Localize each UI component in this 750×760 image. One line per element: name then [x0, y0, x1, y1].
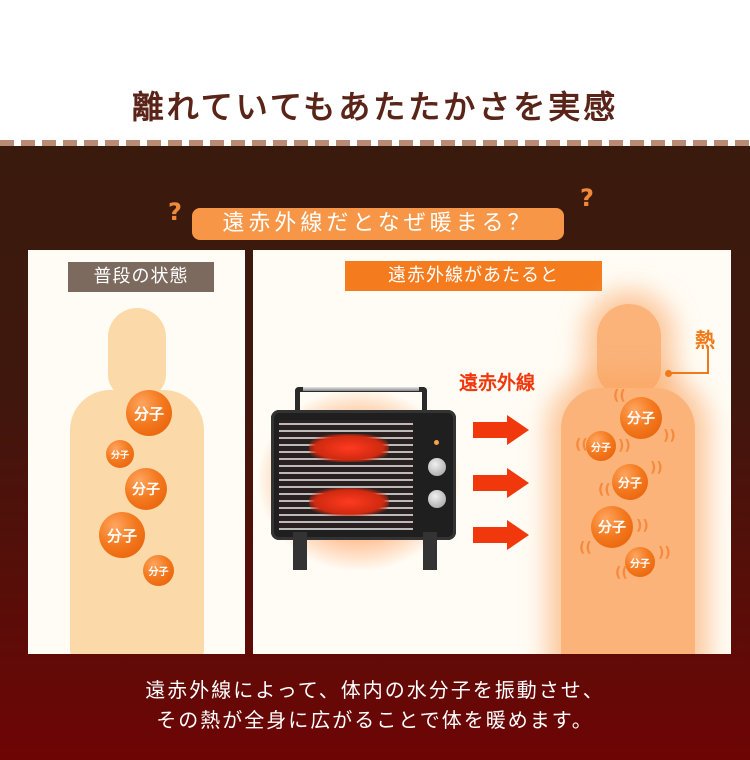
vibrating-molecule: 分子: [625, 547, 655, 577]
vibrating-molecule: 分子: [612, 464, 648, 500]
heater-image: [271, 410, 456, 540]
vibration-wave-icon: )): [650, 460, 663, 476]
vibration-wave-icon: )): [618, 438, 631, 454]
heater-coil-top: [309, 434, 389, 462]
dashed-divider: [0, 140, 750, 146]
molecule: 分子: [106, 440, 134, 468]
vibration-wave-icon: ((: [575, 437, 588, 453]
vibrating-molecule: 分子: [591, 506, 633, 548]
caption-line-1: 遠赤外線によって、体内の水分子を振動させ、: [145, 678, 605, 702]
heat-label: 熱: [695, 328, 715, 352]
vibration-wave-icon: ((: [613, 388, 626, 404]
molecule: 分子: [125, 468, 167, 510]
ir-arrow-icon: [473, 520, 529, 550]
heater-coil-bottom: [309, 488, 389, 516]
heat-pointer-line: [669, 346, 709, 374]
question-mark-right-icon: ?: [580, 184, 594, 212]
heater-leg-right: [423, 532, 437, 570]
caption-line-2: その熱が全身に広がることで体を暖めます。: [156, 708, 594, 732]
page-title: 離れていてもあたたかさを実感: [131, 88, 619, 126]
molecule: 分子: [99, 512, 145, 558]
heater-knob-bottom: [428, 490, 446, 508]
panel-ir-label: 遠赤外線があたると: [345, 261, 602, 291]
vibration-wave-icon: )): [663, 428, 676, 444]
vibrating-molecule: 分子: [586, 431, 616, 461]
heater-knob-top: [428, 458, 446, 476]
panel-ir-state: 遠赤外線があたると 遠赤外線 熱: [253, 250, 731, 654]
vibration-wave-icon: )): [636, 518, 649, 534]
ir-label: 遠赤外線: [459, 372, 536, 394]
question-mark-left-icon: ?: [168, 198, 182, 226]
heater-lamp: [434, 440, 439, 445]
molecule: 分子: [143, 555, 174, 586]
vibrating-molecule: 分子: [620, 397, 662, 439]
main-section: ? ? 遠赤外線だとなぜ暖まる？ 普段の状態 分子 分子 分子 分子 分子 遠赤…: [0, 146, 750, 760]
molecule: 分子: [126, 390, 172, 436]
header-area: 離れていてもあたたかさを実感: [0, 0, 750, 140]
vibration-wave-icon: ((: [598, 482, 611, 498]
vibration-wave-icon: ((: [579, 540, 592, 556]
vibration-wave-icon: )): [658, 545, 671, 561]
question-banner: 遠赤外線だとなぜ暖まる？: [192, 208, 564, 240]
heater-handle-bar: [303, 387, 419, 391]
heater-leg-left: [293, 532, 307, 570]
glowing-body-head: [597, 304, 661, 394]
panel-normal-label: 普段の状態: [68, 262, 214, 292]
ir-arrow-icon: [473, 468, 529, 498]
ir-arrow-icon: [473, 415, 529, 445]
heater-grill: [279, 420, 413, 530]
heat-pointer-dot: [665, 370, 672, 377]
panel-normal-state: 普段の状態 分子 分子 分子 分子 分子: [28, 250, 245, 654]
vibration-wave-icon: ((: [615, 565, 628, 581]
body-silhouette-head: [108, 308, 166, 398]
